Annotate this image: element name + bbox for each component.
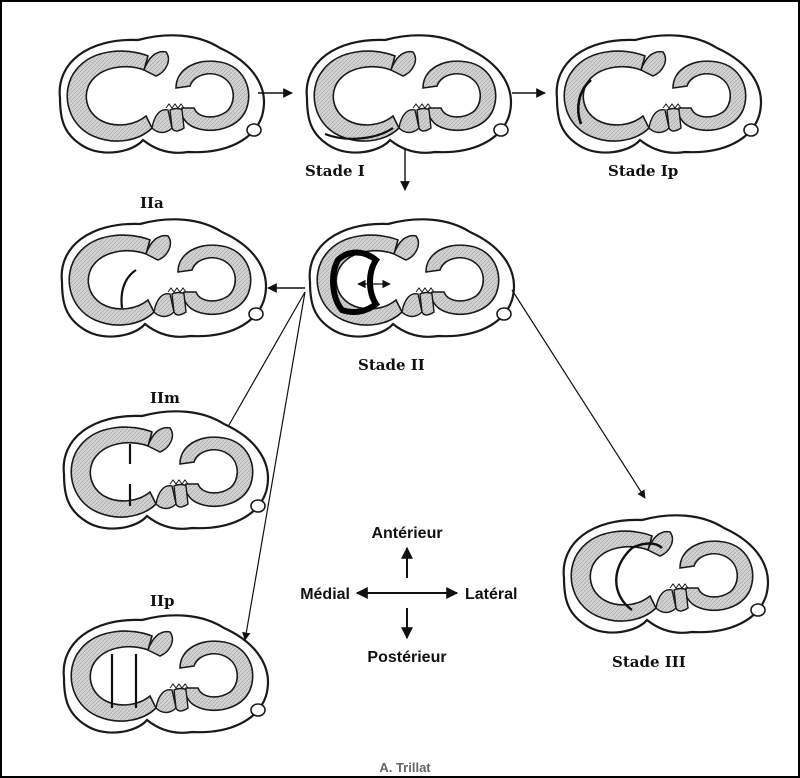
label-stade-2a: IIa bbox=[140, 194, 164, 212]
label-stade-1p: Stade Ip bbox=[608, 162, 678, 180]
plateau-stade-3 bbox=[564, 515, 768, 632]
plateau-stade-1p bbox=[557, 35, 761, 152]
label-stade-2p: IIp bbox=[150, 592, 175, 610]
credit-author: A. Trillat bbox=[379, 760, 431, 775]
plateau-normal bbox=[60, 35, 264, 152]
plateau-stade-2p bbox=[64, 615, 268, 732]
label-stade-2: Stade II bbox=[358, 356, 425, 374]
label-medial: Médial bbox=[300, 586, 350, 603]
label-stade-3: Stade III bbox=[612, 653, 686, 671]
label-anterior: Antérieur bbox=[371, 525, 442, 542]
label-stade-1: Stade I bbox=[305, 162, 365, 180]
plateau-stade-2 bbox=[310, 219, 514, 336]
label-posterior: Postérieur bbox=[367, 649, 446, 666]
plateau-stade-1 bbox=[307, 35, 511, 152]
label-lateral: Latéral bbox=[465, 586, 517, 603]
plateau-stade-2a bbox=[62, 219, 266, 336]
label-stade-2m: IIm bbox=[150, 389, 180, 407]
arrow-to-stade-3 bbox=[512, 290, 645, 498]
orientation-compass: Antérieur Postérieur Médial Latéral bbox=[300, 525, 517, 666]
plateau-stade-2m bbox=[64, 411, 268, 528]
